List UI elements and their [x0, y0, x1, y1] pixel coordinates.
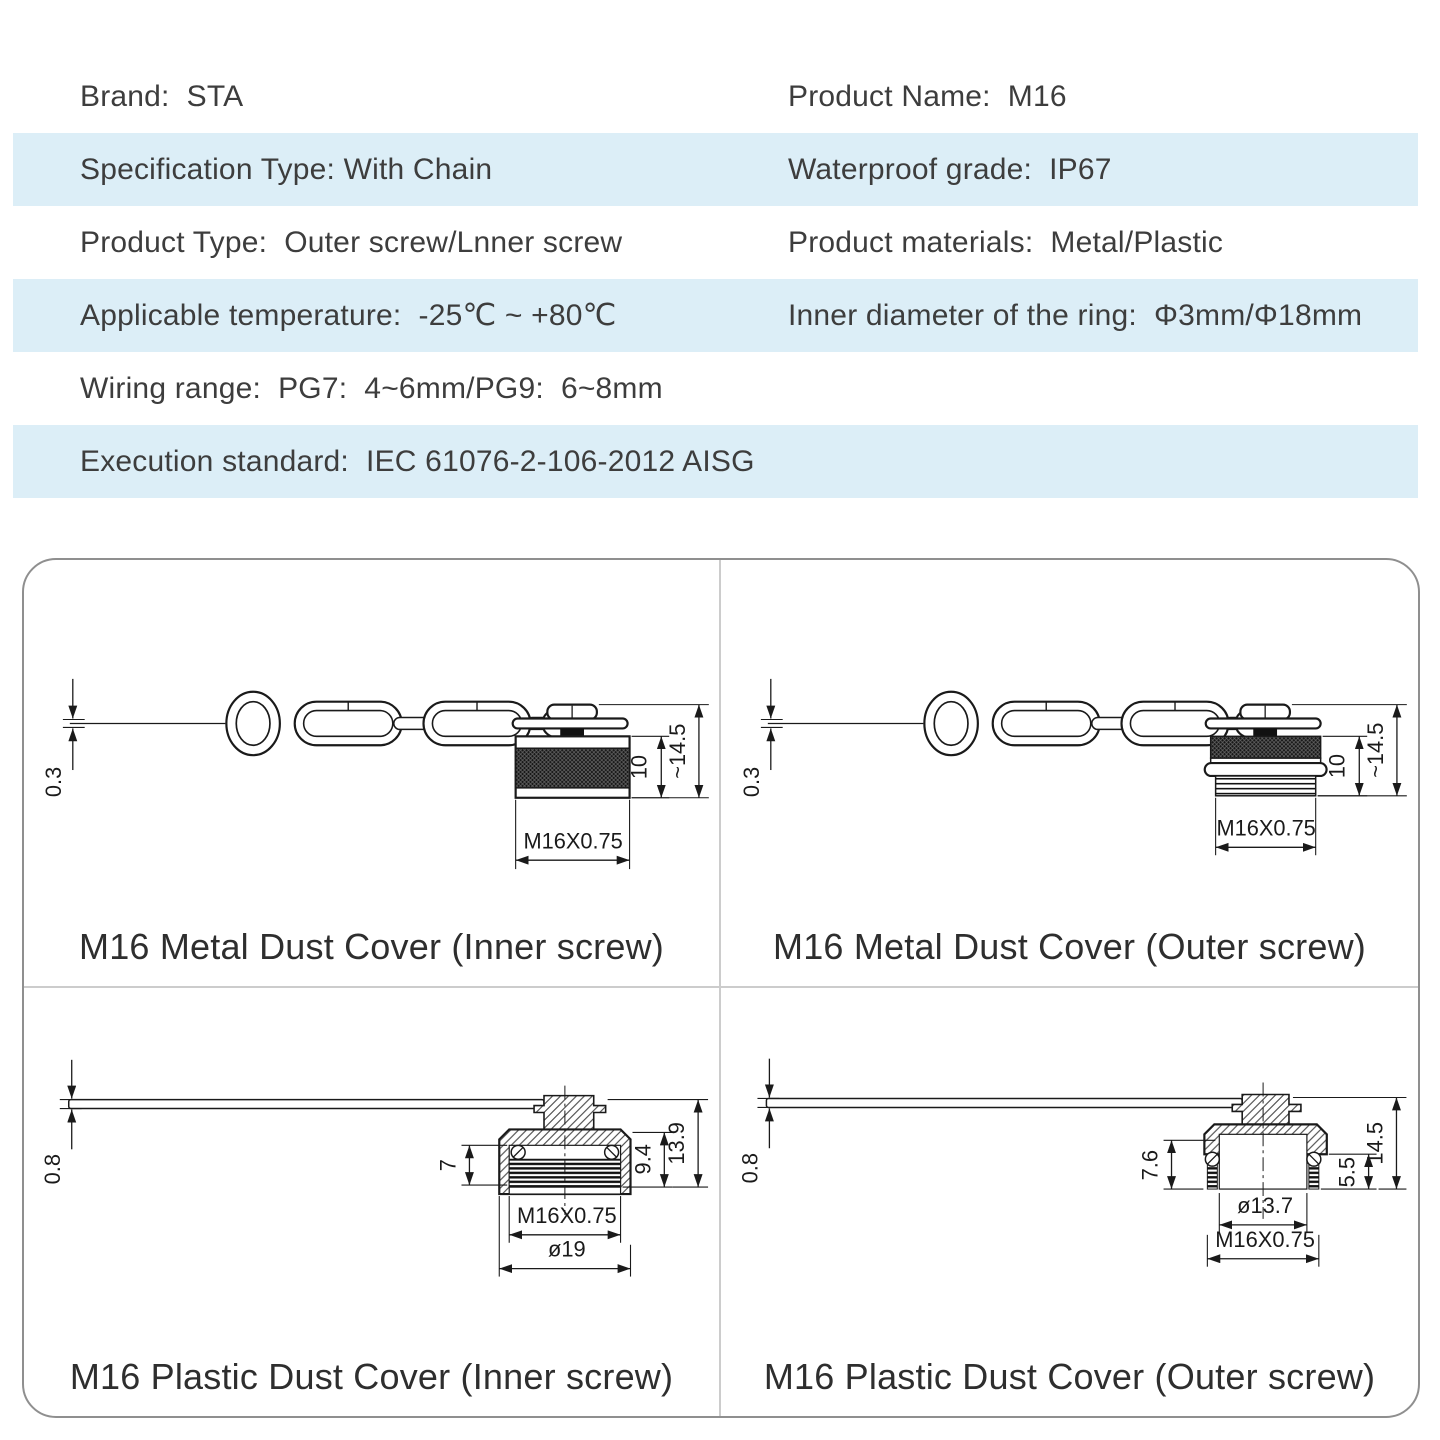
dim-wire-thickness: 0.3 — [41, 767, 66, 797]
spec-table: Brand: STA Product Name: M16 Specificati… — [0, 60, 1440, 498]
spec-row: Execution standard: IEC 61076-2-106-2012… — [13, 425, 1418, 498]
spec-wiring-range: Wiring range: PG7: 4~6mm/PG9: 6~8mm — [80, 371, 663, 405]
dim-cap-height: 10 — [626, 755, 651, 779]
dim-thread-depth: 7 — [436, 1159, 461, 1171]
dim-thread-spec: M16X0.75 — [517, 1203, 617, 1228]
spec-row: Wiring range: PG7: 4~6mm/PG9: 6~8mm — [13, 352, 1418, 425]
spec-waterproof-grade: Waterproof grade: IP67 — [788, 152, 1112, 186]
dim-total-height: ~14.5 — [1363, 723, 1388, 778]
dim-total-height: ~14.5 — [665, 724, 690, 779]
caption-plastic-inner: M16 Plastic Dust Cover (Inner screw) — [69, 1356, 674, 1397]
metal-inner-drawing: 0.3 10 ~14.5 — [41, 678, 709, 870]
dim-cap-height: 9.4 — [630, 1144, 655, 1174]
spec-row: Applicable temperature: -25℃ ~ +80℃ Inne… — [13, 279, 1418, 352]
drawing-plastic-outer-screw: 0.8 7.6 — [721, 988, 1418, 1416]
drawing-metal-inner-screw: 0.3 10 ~14.5 — [24, 560, 721, 988]
dim-total-height: 13.9 — [664, 1122, 689, 1165]
dim-wire-thickness: 0.3 — [739, 767, 764, 797]
caption-metal-inner: M16 Metal Dust Cover (Inner screw) — [79, 926, 664, 967]
spec-row: Product Type: Outer screw/Lnner screw Pr… — [13, 206, 1418, 279]
caption-metal-outer: M16 Metal Dust Cover (Outer screw) — [773, 926, 1366, 967]
dim-inner-diameter: ø13.7 — [1237, 1193, 1293, 1218]
spec-product-type: Product Type: Outer screw/Lnner screw — [80, 225, 623, 259]
plastic-inner-drawing: 0.8 7 9.4 — [40, 1059, 709, 1277]
spec-ring-inner-diameter: Inner diameter of the ring: Φ3mm/Φ18mm — [788, 298, 1363, 332]
dim-thread-spec: M16X0.75 — [1217, 815, 1316, 840]
drawing-metal-outer-screw: 0.3 10 ~14.5 — [721, 560, 1418, 988]
dim-outer-diameter: ø19 — [548, 1237, 586, 1262]
metal-outer-drawing: 0.3 10 ~14.5 — [739, 678, 1407, 856]
dim-strap-thickness: 0.8 — [40, 1154, 65, 1184]
spec-execution-standard: Execution standard: IEC 61076-2-106-2012… — [80, 444, 755, 478]
drawings-panel: 0.3 10 ~14.5 — [22, 558, 1420, 1418]
spec-row: Specification Type: With Chain Waterproo… — [13, 133, 1418, 206]
spec-brand: Brand: STA — [80, 79, 244, 113]
plastic-outer-drawing: 0.8 7.6 — [737, 1058, 1407, 1267]
spec-specification-type: Specification Type: With Chain — [80, 152, 493, 186]
drawing-plastic-inner-screw: 0.8 7 9.4 — [24, 988, 721, 1416]
dim-strap-thickness: 0.8 — [737, 1153, 762, 1183]
spec-applicable-temperature: Applicable temperature: -25℃ ~ +80℃ — [80, 299, 617, 332]
dim-thread-spec: M16X0.75 — [1215, 1227, 1315, 1252]
dim-thread-spec: M16X0.75 — [523, 828, 622, 853]
dim-cap-height: 10 — [1324, 754, 1349, 778]
dim-total-height: 14.5 — [1363, 1122, 1388, 1165]
dim-cavity-depth: 7.6 — [1138, 1150, 1163, 1180]
dim-thread-length: 5.5 — [1335, 1157, 1360, 1187]
spec-product-materials: Product materials: Metal/Plastic — [788, 225, 1224, 259]
spec-product-name: Product Name: M16 — [788, 79, 1067, 113]
spec-row: Brand: STA Product Name: M16 — [13, 60, 1418, 133]
caption-plastic-outer: M16 Plastic Dust Cover (Outer screw) — [763, 1356, 1376, 1397]
